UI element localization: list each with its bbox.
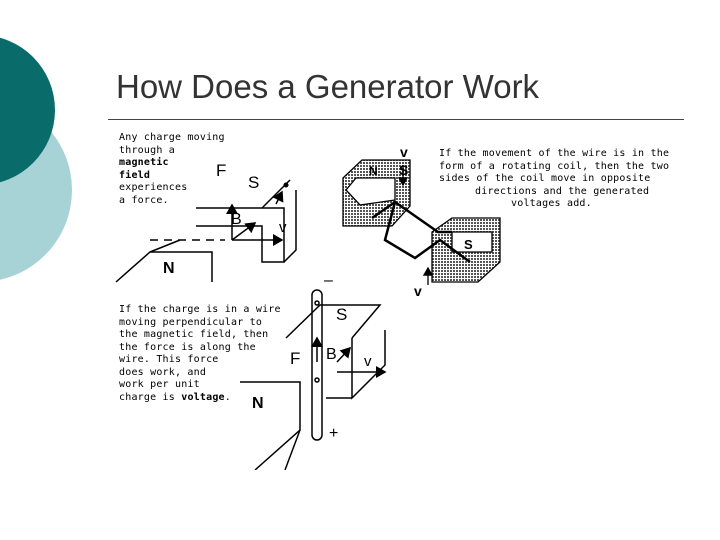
field-small-arrow: [272, 190, 284, 205]
label-plus: +: [329, 425, 338, 442]
label-N-top: N: [163, 260, 175, 277]
label-S-bottom: S: [336, 305, 347, 324]
caption-line: If the charge is in a wire: [119, 304, 281, 315]
caption-line: the force is along the: [119, 341, 256, 353]
caption-line: Any charge moving: [119, 132, 225, 143]
caption-bold: field: [119, 169, 151, 181]
slide-title: How Does a Generator Work: [116, 68, 540, 105]
wire-rod: [311, 289, 323, 441]
field-dot: [283, 182, 289, 188]
caption-line: voltages add.: [511, 198, 592, 209]
caption-line: charge is: [119, 391, 182, 403]
caption-line: work per unit: [119, 379, 200, 390]
caption-line: through a: [119, 144, 175, 156]
caption-wire-voltage: If the charge is in a wire moving perpen…: [119, 304, 281, 404]
caption-line: If the movement of the wire is in the: [439, 148, 670, 159]
caption-line: form of a rotating coil, then the two: [439, 160, 670, 172]
rotating-coil-figure: [342, 159, 501, 285]
title-divider: [108, 119, 684, 120]
dark-circle: [0, 37, 55, 183]
caption-line: does work, and: [119, 366, 207, 378]
wire-b-arrow: [336, 346, 352, 363]
n-pole-block: [115, 251, 213, 283]
label-S-coil: S: [464, 237, 473, 252]
n-pole-plane: [240, 381, 301, 470]
caption-line: directions and the generated: [475, 185, 650, 197]
generator-diagram: F S B v N – S F B v N: [115, 144, 501, 470]
caption-line: wire. This force: [119, 354, 219, 365]
label-v-coil-top: v: [400, 144, 408, 160]
s-pole-side: [351, 330, 386, 400]
corner-decoration: [0, 37, 72, 280]
n-pole-edge: [149, 239, 181, 253]
label-B-bottom: B: [326, 346, 337, 363]
caption-bold: magnetic: [119, 157, 169, 168]
label-v-top: v: [279, 219, 287, 236]
label-v-bottom: v: [364, 353, 372, 370]
wire-end-bottom: [314, 377, 320, 383]
caption-line: the magnetic field, then: [119, 329, 269, 340]
label-F-top: F: [216, 161, 226, 180]
caption-line: sides of the coil move in opposite: [439, 173, 651, 184]
s-pole-plane: [285, 304, 382, 339]
label-minus: –: [324, 272, 333, 289]
n-pole-edge: [284, 429, 301, 470]
caption-charge-force: Any charge moving through a magnetic fie…: [119, 132, 225, 207]
label-S-top: S: [248, 173, 259, 192]
n-magnet-face: [345, 177, 396, 206]
wire-in-field-figure: [240, 289, 387, 470]
caption-line: experiences: [119, 182, 188, 193]
caption-line: moving perpendicular to: [119, 316, 263, 328]
caption-rotating-coil: If the movement of the wire is in the fo…: [439, 148, 669, 211]
wire-end-top: [314, 300, 320, 306]
caption-line: .: [224, 391, 231, 403]
label-N-coil: N: [369, 164, 378, 178]
charge-in-field-figure: [115, 179, 297, 283]
label-B-top: B: [231, 211, 242, 228]
label-N-bottom: N: [252, 395, 264, 412]
coil-wire: [371, 200, 471, 264]
caption-bold: voltage: [181, 391, 225, 403]
label-v-coil-bottom: v: [414, 283, 422, 299]
s-magnet-face: [451, 231, 493, 253]
caption-line: a force.: [119, 194, 169, 206]
b-field-arrow: [231, 222, 257, 241]
s-pole-depth: [283, 190, 297, 263]
label-F-bottom: F: [290, 349, 300, 368]
label-S-coil-top: S: [399, 162, 408, 178]
